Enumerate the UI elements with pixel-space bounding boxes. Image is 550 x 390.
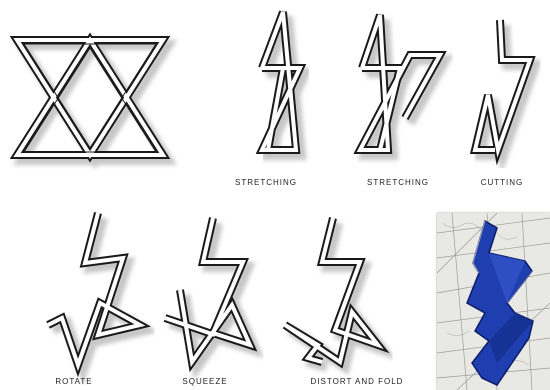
stretching-shape-1 xyxy=(262,12,305,155)
stretching-shape-2 xyxy=(360,15,445,155)
label-stretching-1: STRETCHING xyxy=(235,178,297,187)
label-stretching-2: STRETCHING xyxy=(367,178,429,187)
star-of-david-shape xyxy=(17,40,168,160)
label-distort-and-fold: DISTORT AND FOLD xyxy=(311,377,404,386)
sculpture-photo-image xyxy=(437,213,550,390)
rotate-shape xyxy=(48,213,145,370)
distort-and-fold-shape xyxy=(285,218,383,367)
label-squeeze: SQUEEZE xyxy=(182,377,227,386)
squeeze-shape xyxy=(165,218,255,367)
label-cutting: CUTTING xyxy=(481,178,524,187)
cutting-shape xyxy=(475,20,535,155)
label-rotate: ROTATE xyxy=(55,377,92,386)
sculpture-photo xyxy=(437,213,550,390)
